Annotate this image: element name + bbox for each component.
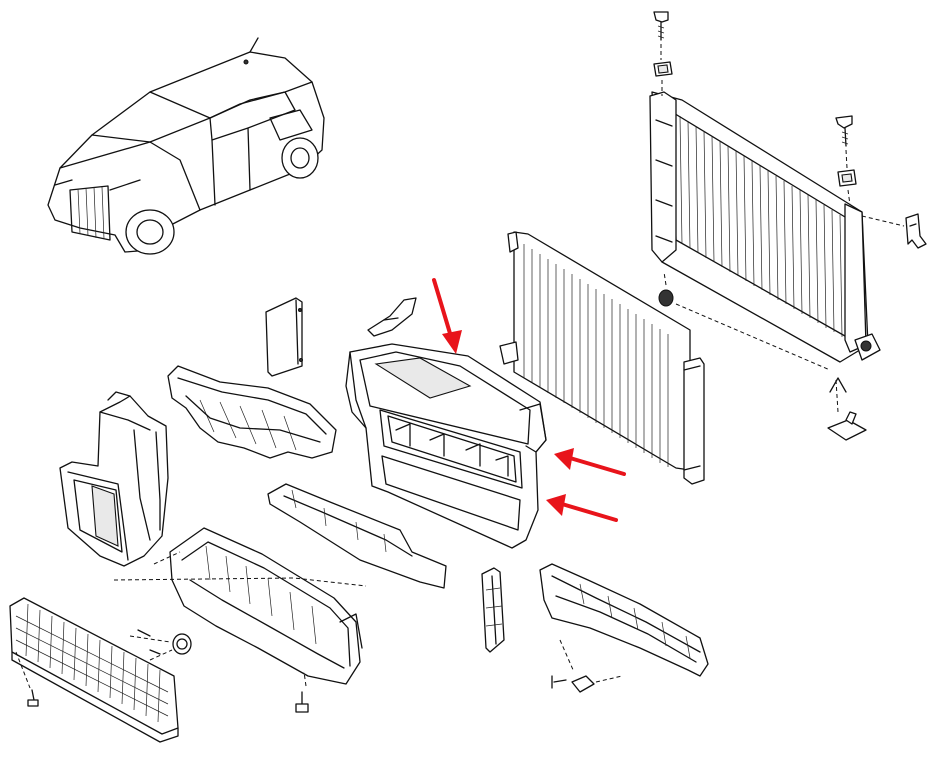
radiator-lower-bracket-icon — [827, 411, 867, 441]
radiator-mount-bolt-icon — [653, 11, 669, 41]
radiator-fins — [679, 115, 843, 338]
red-arrow-icon — [546, 494, 618, 522]
grille-screw-icon — [27, 689, 39, 707]
front-grille — [9, 597, 179, 743]
lower-bracket — [539, 563, 709, 677]
guide-screw-icon — [295, 691, 309, 713]
lower-air-guide — [169, 527, 363, 685]
radiator — [649, 91, 881, 363]
upper-air-deflector — [167, 365, 337, 459]
lower-deflector-strip — [267, 483, 447, 589]
red-arrow-icon — [554, 448, 626, 476]
front-end-frame — [345, 343, 547, 549]
radiator-lower-mount-icon — [658, 289, 674, 307]
lower-bracket-clip-icon — [571, 675, 595, 693]
grommet-icon — [172, 633, 192, 655]
radiator-side-bushing-icon — [837, 169, 857, 187]
vehicle-illustration — [47, 37, 325, 255]
highlight-arrows — [432, 278, 626, 522]
side-seal — [481, 567, 505, 653]
radiator-top-bushing-icon — [653, 61, 673, 77]
radiator-clip-icon — [905, 213, 927, 249]
frame-bracket-top — [367, 297, 417, 337]
red-arrow-icon — [432, 278, 462, 354]
left-air-duct — [59, 391, 169, 567]
radiator-side-bolt-icon — [835, 115, 853, 147]
condenser — [499, 231, 705, 485]
condenser-fins — [523, 244, 669, 467]
seal-panel — [265, 297, 303, 377]
